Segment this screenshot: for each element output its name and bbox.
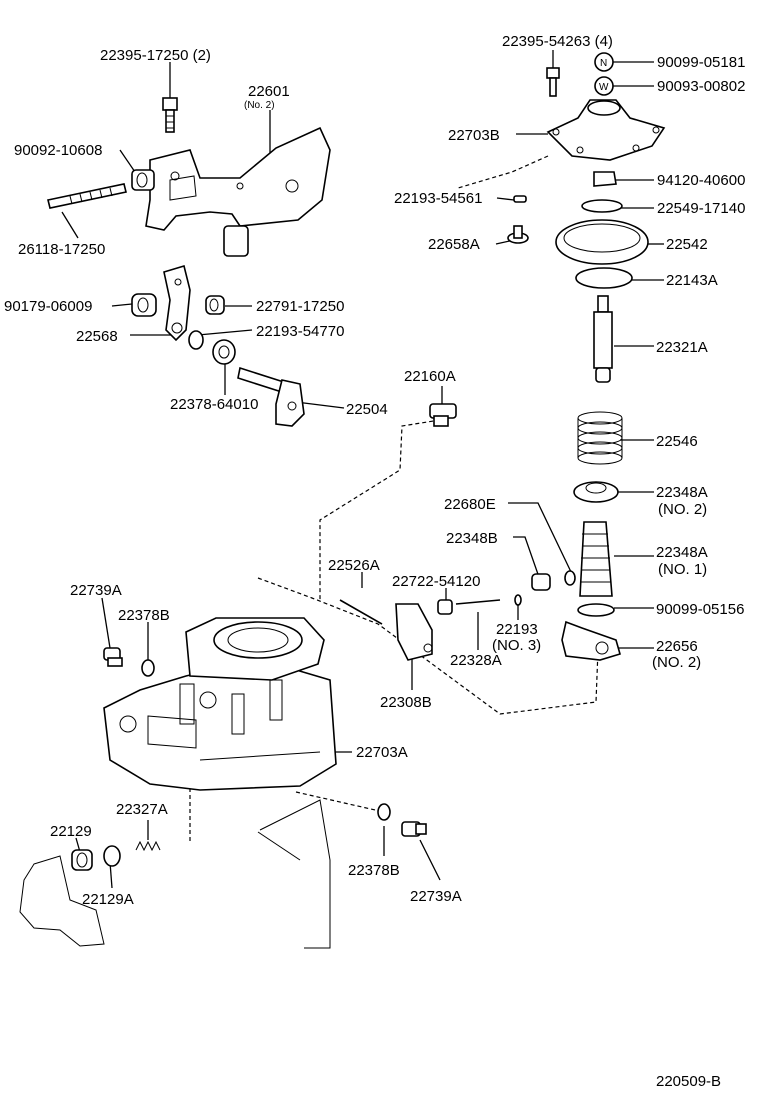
boot-22348A-no1 [579, 521, 613, 597]
n-mark-circle [594, 52, 614, 72]
washer-22680E [564, 570, 576, 586]
bolt-22395-17250 [162, 97, 178, 133]
plate-22143A [575, 267, 633, 289]
label-90099-05156: 90099-05156 [656, 601, 744, 618]
label-22348A-no2-suffix: (NO. 2) [658, 501, 707, 518]
label-22160A: 22160A [404, 368, 456, 385]
gear-22348A-no2 [573, 481, 619, 503]
label-22321A: 22321A [656, 339, 708, 356]
collar-22348B [531, 573, 551, 591]
diaphragm-22542 [555, 219, 649, 265]
fitting-22160A [429, 403, 457, 427]
label-22680E: 22680E [444, 496, 496, 513]
washer-22129A [103, 845, 121, 867]
label-22348B: 22348B [446, 530, 498, 547]
label-22656-no2: (NO. 2) [652, 654, 701, 671]
figure-code: 220509-B [656, 1073, 721, 1090]
label-90179-06009: 90179-06009 [4, 298, 92, 315]
stud-26118-17250 [47, 183, 127, 209]
washer-22378B-top [141, 659, 155, 677]
label-n-mark: N [600, 58, 607, 69]
label-22395-54263: 22395-54263 (4) [502, 33, 613, 50]
nut-90092-10608 [131, 169, 155, 191]
label-94120-40600: 94120-40600 [657, 172, 745, 189]
label-22308B: 22308B [380, 694, 432, 711]
part-labels: 22395-17250 (2) 22601 (No. 2) 90092-1060… [4, 33, 745, 1090]
shaft-lever-22504 [237, 366, 305, 427]
label-22328A: 22328A [450, 652, 502, 669]
plug-22129 [71, 849, 93, 871]
label-22656: 22656 [656, 638, 698, 655]
plate-22549-17140 [581, 199, 623, 213]
pin-22526A [339, 599, 383, 625]
washer-22378B-bot [377, 803, 391, 821]
label-22193-no3: 22193 [496, 621, 538, 638]
label-22526A: 22526A [328, 557, 380, 574]
label-22601: 22601 [248, 83, 290, 100]
rod-22321A [593, 295, 613, 383]
label-26118-17250: 26118-17250 [18, 241, 105, 258]
label-22378B-bot: 22378B [348, 862, 400, 879]
spring-22546 [577, 411, 623, 465]
label-22395-17250: 22395-17250 (2) [100, 47, 211, 64]
label-22722-54120: 22722-54120 [392, 573, 480, 590]
label-22703A: 22703A [356, 744, 408, 761]
plug-22739A-bot [401, 821, 427, 837]
lever-22656-no2 [561, 620, 621, 661]
nut-94120-40600 [593, 171, 617, 187]
label-22549-17140: 22549-17140 [657, 200, 745, 217]
label-22546: 22546 [656, 433, 698, 450]
label-22193-54561: 22193-54561 [394, 190, 482, 207]
collar-22791-17250 [205, 295, 225, 315]
spring-22327A [135, 840, 161, 852]
washer-22193-54770 [188, 330, 204, 350]
label-90099-05181: 90099-05181 [657, 54, 745, 71]
label-22791-17250: 22791-17250 [256, 298, 344, 315]
label-22658A: 22658A [428, 236, 480, 253]
label-22129A: 22129A [82, 891, 134, 908]
valve-22658A [507, 225, 529, 244]
label-22378B-top: 22378B [118, 607, 170, 624]
nut-90179-06009 [131, 293, 157, 317]
label-22739A-bot: 22739A [410, 888, 462, 905]
w-mark-circle [594, 76, 614, 96]
lever-22308B [395, 603, 433, 661]
pump-body-outline [19, 799, 331, 949]
label-22143A: 22143A [666, 272, 718, 289]
plug-22739A-top [103, 647, 123, 667]
label-22129: 22129 [50, 823, 92, 840]
label-22378-64010: 22378-64010 [170, 396, 258, 413]
ring-22193-no3 [514, 594, 522, 606]
label-22193-54770: 22193-54770 [256, 323, 344, 340]
shaft-22328A [455, 599, 501, 605]
label-22568: 22568 [76, 328, 118, 345]
parts-art [19, 52, 666, 949]
bracket-22601 [145, 126, 331, 257]
label-22348A-no2: 22348A [656, 484, 708, 501]
gasket-22193-54561 [513, 195, 527, 203]
label-22348A-no1-suffix: (NO. 1) [658, 561, 707, 578]
nut-22722-54120 [437, 599, 453, 615]
label-22542: 22542 [666, 236, 708, 253]
label-22601-no2: (No. 2) [244, 100, 275, 111]
label-90092-10608: 90092-10608 [14, 142, 102, 159]
screw-22395-54263 [546, 67, 560, 97]
label-22703B: 22703B [448, 127, 500, 144]
label-22348A-no1: 22348A [656, 544, 708, 561]
washer-22378-64010 [212, 339, 236, 365]
label-22504: 22504 [346, 401, 388, 418]
washer-90099-05156 [577, 603, 615, 617]
label-22327A: 22327A [116, 801, 168, 818]
alignment-lines [189, 155, 599, 842]
label-90093-00802: 90093-00802 [657, 78, 745, 95]
label-22739A-top: 22739A [70, 582, 122, 599]
label-22193-no3-suffix: (NO. 3) [492, 637, 541, 654]
housing-22703A [103, 617, 337, 791]
cover-22703B [546, 99, 666, 161]
lever-22568 [163, 264, 191, 342]
label-w-mark: W [599, 82, 609, 93]
